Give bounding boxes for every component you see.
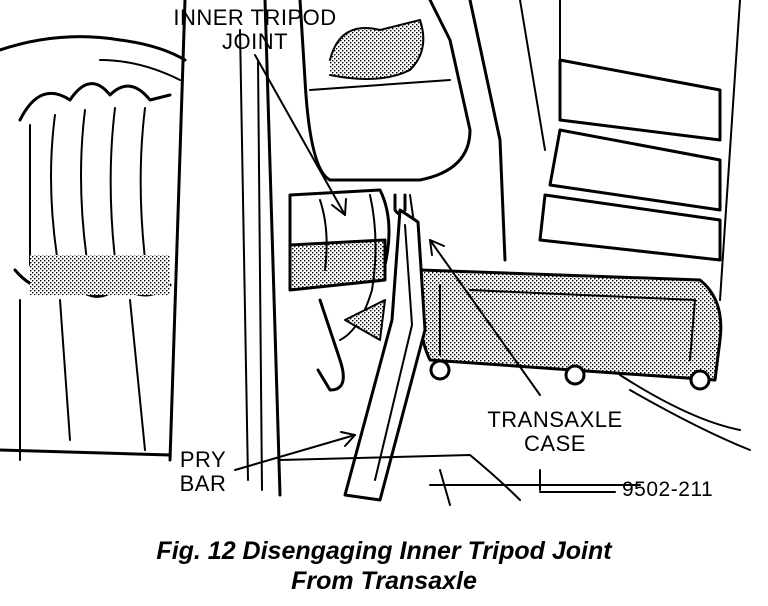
pry-bar [343, 208, 427, 502]
label-pry-bar-line1: PRY [179, 447, 227, 472]
label-transaxle-case-line2: CASE [524, 431, 586, 456]
label-pry-bar: PRY BAR [168, 448, 238, 496]
lower-structure [0, 448, 641, 506]
cv-boot [0, 35, 187, 461]
transaxle-housing [468, 0, 741, 301]
upper-housing [298, 0, 472, 182]
transaxle-case [417, 268, 751, 451]
label-inner-tripod-joint: INNER TRIPOD JOINT [160, 6, 350, 54]
inner-tripod-joint [288, 188, 391, 392]
figure-caption-line2: From Transaxle [291, 567, 477, 595]
label-inner-tripod-joint-line1: INNER TRIPOD [173, 5, 337, 30]
label-transaxle-case: TRANSAXLE CASE [480, 408, 630, 456]
strut-tube [168, 0, 282, 497]
leader-pry-bar [234, 434, 356, 471]
leader-transaxle-case [429, 239, 541, 396]
label-pry-bar-line2: BAR [179, 471, 227, 496]
label-transaxle-case-line1: TRANSAXLE [487, 407, 623, 432]
figure-number: 9502-211 [622, 478, 714, 501]
leader-inner-tripod-joint [254, 54, 346, 216]
label-inner-tripod-joint-line2: JOINT [221, 29, 289, 54]
leader-lines [234, 54, 616, 493]
figure-caption-line1: Fig. 12 Disengaging Inner Tripod Joint [156, 537, 612, 565]
